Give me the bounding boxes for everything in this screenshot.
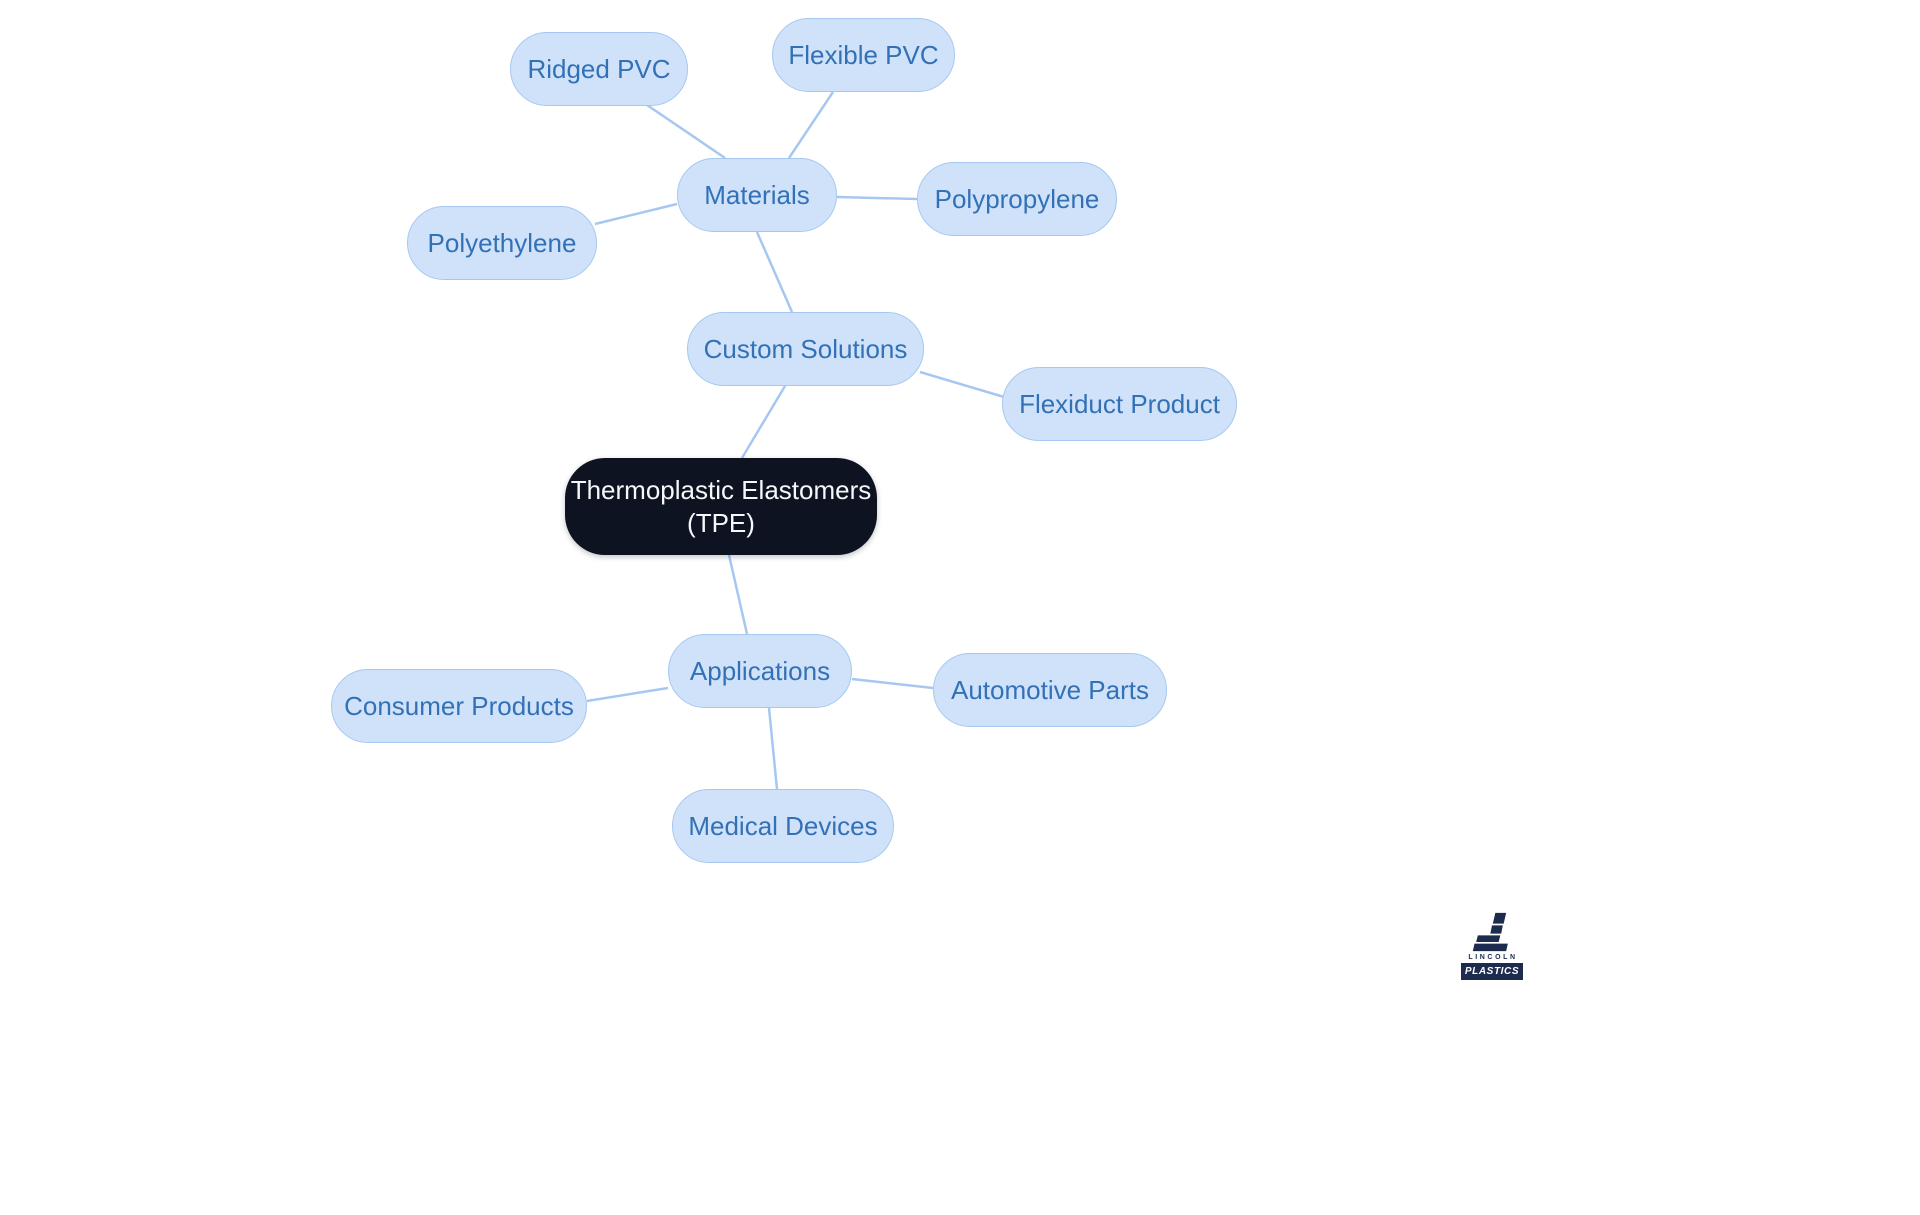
- node-label: Materials: [704, 179, 810, 210]
- logo-name-text: LINCOLN: [1468, 954, 1518, 961]
- node-applications: Applications: [668, 634, 852, 708]
- node-label: Custom Solutions: [703, 333, 908, 364]
- logo-l-mark-icon: [1472, 912, 1508, 952]
- edge-materials-ridged-pvc: [646, 103, 726, 160]
- node-label: Polyethylene: [427, 227, 577, 258]
- node-label: Automotive Parts: [951, 674, 1149, 705]
- node-polyethylene: Polyethylene: [407, 206, 597, 280]
- node-ridged-pvc: Ridged PVC: [510, 32, 688, 106]
- lincoln-plastics-logo: LINCOLN PLASTICS: [1461, 912, 1523, 980]
- node-automotive-parts: Automotive Parts: [933, 653, 1167, 727]
- node-root-tpe: Thermoplastic Elastomers (TPE): [565, 458, 877, 555]
- node-flexiduct-product: Flexiduct Product: [1002, 367, 1237, 441]
- edge-materials-polyethylene: [594, 202, 678, 226]
- node-label: Flexible PVC: [788, 39, 939, 70]
- node-label: Consumer Products: [344, 690, 574, 721]
- edge-applications-medical-devices: [767, 707, 779, 790]
- root-label-line2: (TPE): [687, 507, 755, 538]
- node-consumer-products: Consumer Products: [331, 669, 587, 743]
- edge-custom-solutions-flexiduct: [919, 370, 1005, 399]
- edge-root-custom-solutions: [740, 385, 787, 459]
- edge-applications-automotive-parts: [851, 677, 934, 690]
- node-label: Applications: [689, 655, 831, 686]
- edge-applications-consumer-products: [586, 686, 669, 703]
- root-label-line1: Thermoplastic Elastomers: [570, 475, 872, 505]
- node-flexible-pvc: Flexible PVC: [772, 18, 955, 92]
- node-polypropylene: Polypropylene: [917, 162, 1117, 236]
- node-label: Flexiduct Product: [1019, 388, 1220, 419]
- node-label: Medical Devices: [688, 810, 878, 841]
- node-label: Polypropylene: [934, 183, 1100, 214]
- node-medical-devices: Medical Devices: [672, 789, 894, 863]
- node-materials: Materials: [677, 158, 837, 232]
- logo-sub-text: PLASTICS: [1461, 963, 1523, 980]
- node-custom-solutions: Custom Solutions: [687, 312, 924, 386]
- edge-materials-polypropylene: [836, 195, 918, 201]
- node-label: Ridged PVC: [527, 53, 671, 84]
- edge-materials-flexible-pvc: [787, 91, 835, 159]
- edge-custom-solutions-materials: [755, 231, 794, 313]
- edge-root-applications: [727, 554, 749, 635]
